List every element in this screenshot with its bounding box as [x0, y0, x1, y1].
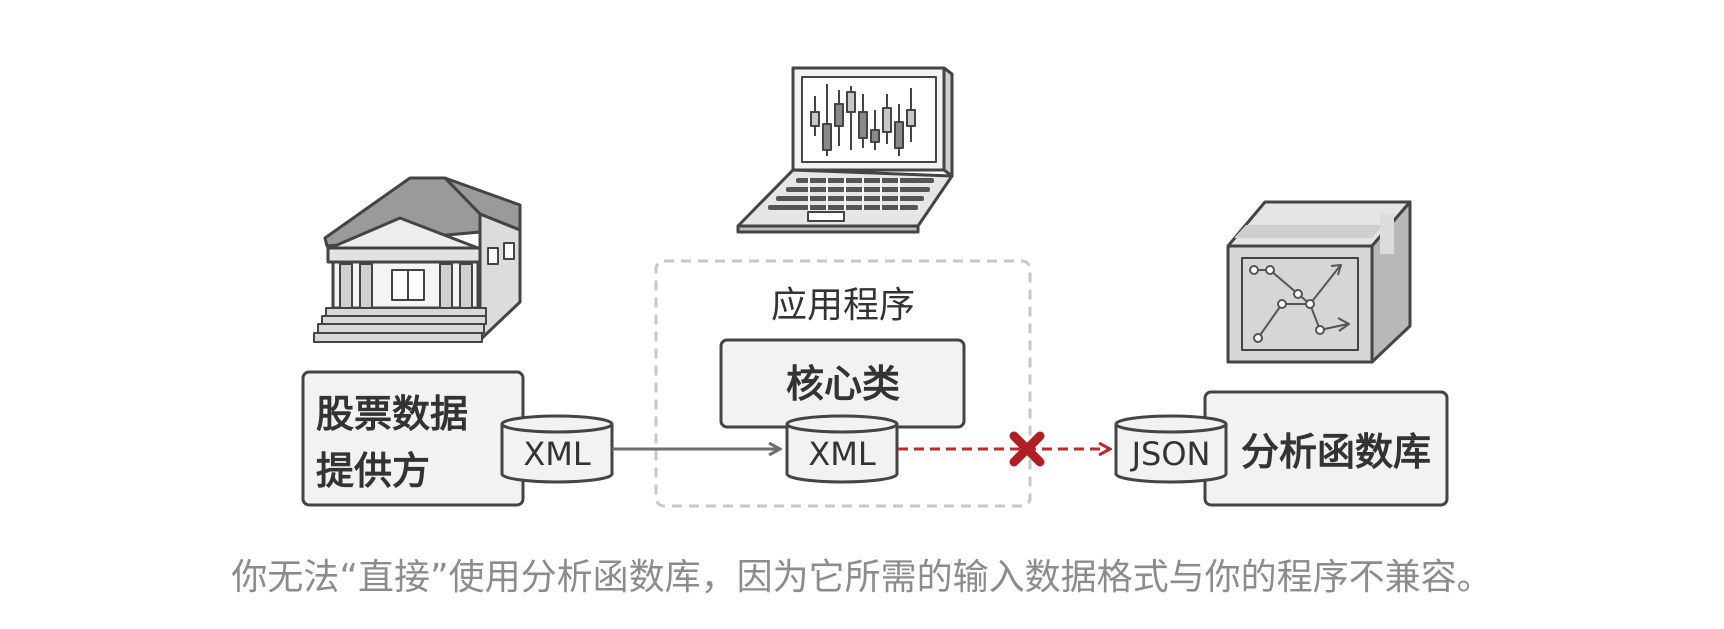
- provider-xml-cylinder: [500, 414, 614, 484]
- app-xml-cylinder: [785, 414, 899, 484]
- app-format-label: XML: [808, 435, 876, 473]
- application-boundary: [654, 259, 1032, 508]
- library-json-cylinder: [1114, 414, 1228, 484]
- provider-format-label: XML: [523, 435, 591, 473]
- diagram-caption: 你无法“直接”使用分析函数库，因为它所需的输入数据格式与你的程序不兼容。: [231, 557, 1493, 598]
- package-box-icon: [1226, 200, 1412, 364]
- provider-label-line2: 提供方: [316, 449, 430, 493]
- provider-label-line1: 股票数据: [316, 392, 468, 436]
- bank-building-icon: [313, 176, 522, 343]
- cross-icon: [1009, 431, 1045, 467]
- library-format-label: JSON: [1130, 435, 1211, 473]
- application-label: 应用程序: [771, 285, 915, 326]
- core-class-label: 核心类: [786, 362, 900, 406]
- library-label: 分析函数库: [1241, 430, 1431, 474]
- laptop-chart-icon: [736, 66, 954, 234]
